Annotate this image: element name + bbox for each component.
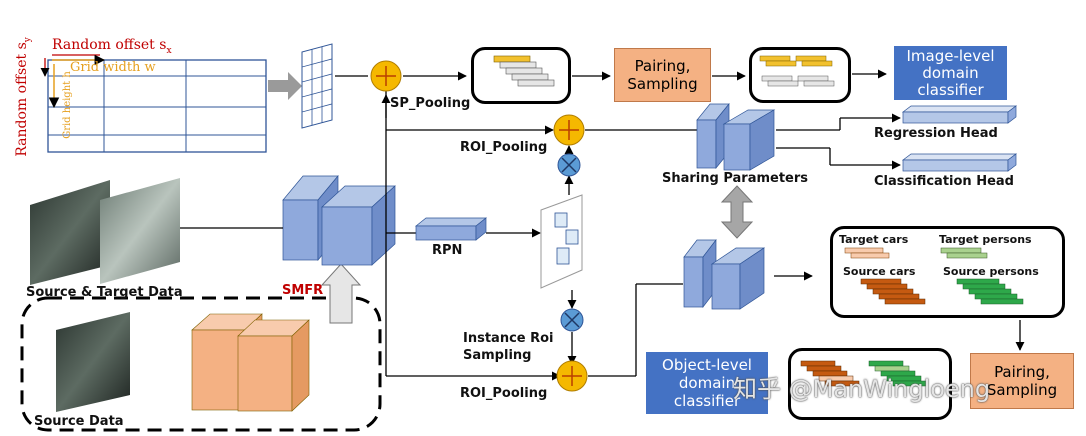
source-cars-label: Source cars bbox=[843, 265, 916, 278]
source-images bbox=[56, 312, 130, 412]
source-target-data-label: Source & Target Data bbox=[26, 285, 183, 300]
smfr-label: SMFR bbox=[282, 283, 324, 298]
paired-instance-stack bbox=[800, 360, 928, 387]
instance-roi-label-2: Sampling bbox=[463, 348, 532, 363]
source-to-smfr-arrow bbox=[320, 263, 362, 324]
source-data-label: Source Data bbox=[34, 414, 124, 429]
sp-pooled-features-box bbox=[471, 47, 571, 104]
instance-roi-label-1: Instance Roi bbox=[463, 331, 554, 346]
classification-head-bar bbox=[901, 153, 1018, 172]
regression-head-bar bbox=[901, 105, 1018, 124]
watermark: 知乎 @ManWingloeng bbox=[733, 375, 991, 403]
instance-features-box: Target cars Target persons Source cars S… bbox=[830, 226, 1065, 318]
grid-width-label: Grid width w bbox=[70, 60, 156, 75]
instance-feature-stacks bbox=[844, 247, 1024, 305]
sp-pooling-label: SP_Pooling bbox=[390, 96, 471, 111]
grid-to-pooling-arrow bbox=[268, 72, 302, 100]
proposal-map bbox=[540, 194, 583, 289]
object-level-domain-classifier: Object-level domain classifier bbox=[646, 352, 768, 414]
sp-add-operator bbox=[370, 60, 402, 92]
source-persons-label: Source persons bbox=[943, 265, 1039, 278]
paired-feature-stack bbox=[759, 55, 835, 87]
sharing-double-arrow bbox=[720, 185, 754, 239]
shared-head-top bbox=[696, 103, 776, 171]
grid-height-label: Grid height h bbox=[62, 71, 73, 139]
regression-head-label: Regression Head bbox=[874, 126, 998, 141]
source-feature-cuboids bbox=[191, 313, 310, 412]
target-persons-label: Target persons bbox=[939, 233, 1032, 246]
sharing-parameters-label: Sharing Parameters bbox=[662, 171, 809, 186]
image-level-domain-classifier: Image-level domain classifier bbox=[894, 46, 1007, 100]
roi-pooling-top-label: ROI_Pooling bbox=[460, 140, 548, 155]
roi-mult-operator-top bbox=[557, 153, 581, 177]
smfr-backbone bbox=[282, 175, 396, 266]
random-offset-x-label: Random offset sx bbox=[52, 37, 172, 56]
random-offset-y-label: Random offset sy bbox=[14, 37, 33, 157]
pairing-sampling-bottom-box: Pairing, Sampling bbox=[970, 353, 1074, 409]
source-target-images bbox=[30, 178, 180, 285]
pooling-grid bbox=[301, 43, 333, 129]
roi-add-operator-top bbox=[553, 114, 585, 146]
source-domain-dashed-box bbox=[20, 296, 382, 432]
paired-instance-box bbox=[788, 348, 952, 420]
classification-head-label: Classification Head bbox=[874, 174, 1014, 189]
roi-pooling-bottom-label: ROI_Pooling bbox=[460, 386, 548, 401]
connector-lines bbox=[180, 69, 1025, 381]
sp-pooled-feature-stack bbox=[493, 55, 555, 87]
roi-add-operator-bottom bbox=[556, 360, 588, 392]
rpn-block bbox=[415, 217, 487, 241]
paired-features-box bbox=[749, 47, 851, 103]
pairing-sampling-top-box: Pairing, Sampling bbox=[614, 48, 711, 102]
rpn-label: RPN bbox=[432, 243, 463, 258]
roi-mult-operator-bottom bbox=[560, 308, 584, 332]
shared-head-bottom bbox=[683, 238, 766, 310]
target-cars-label: Target cars bbox=[839, 233, 909, 246]
random-grid-illustration bbox=[40, 54, 267, 153]
